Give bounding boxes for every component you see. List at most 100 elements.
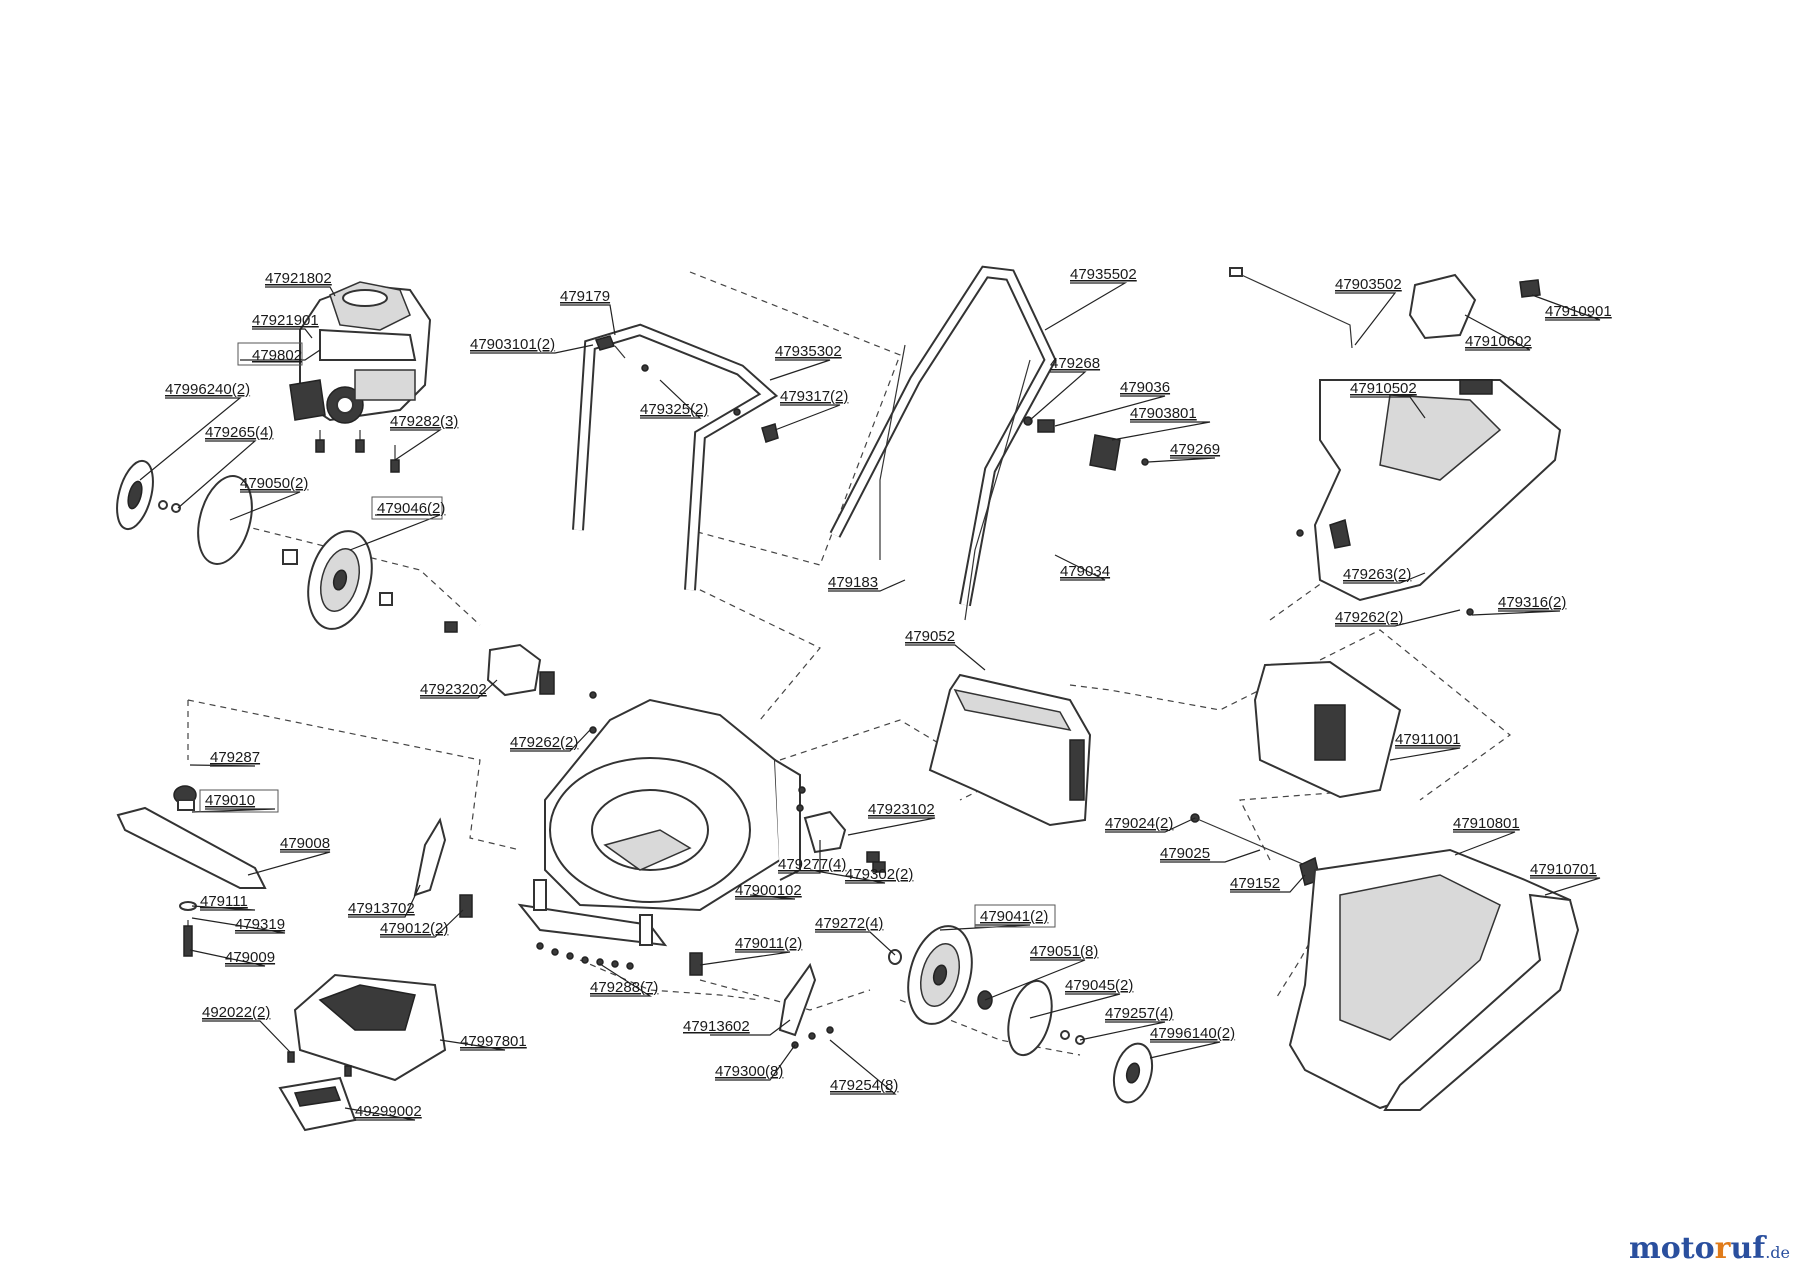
label-479269: 479269 [1170,441,1220,458]
washers-right [1060,1030,1085,1045]
label-47910701: 47910701 [1530,861,1597,878]
rear-discharge-flap[interactable] [928,673,1092,827]
leader-lines [139,282,1601,1121]
label-479012: 479012(2) [380,920,448,937]
adjust-lever-rear[interactable] [689,952,817,1037]
watermark-part2: r [1714,1231,1731,1266]
lower-handle[interactable] [572,323,779,591]
rear-axle-bracket-47923102[interactable] [796,786,847,854]
label-47911001: 47911001 [1395,731,1461,748]
grass-catcher-base-47910701[interactable] [1383,893,1580,1111]
label-479152: 479152 [1230,875,1280,892]
adjust-lever-front[interactable] [413,817,473,918]
screws-479277 [866,851,886,873]
engine-bolts [315,439,400,473]
label-479265: 479265(4) [205,424,273,441]
front-grip-49299002[interactable] [278,1076,357,1132]
label-47900102: 47900102 [735,882,802,899]
label-47923202: 47923202 [420,681,487,698]
wheel-disc-left[interactable] [189,470,261,570]
height-adjust-axle[interactable] [444,621,555,697]
label-479036: 479036 [1120,379,1170,396]
label-479024: 479024(2) [1105,815,1173,832]
watermark-part3: uf [1730,1231,1766,1266]
screws-479316 [1296,529,1474,616]
label-479802: 479802 [252,347,302,364]
label-479287: 479287 [210,749,260,766]
handle-knob-right[interactable] [761,423,779,443]
label-49299002: 49299002 [355,1103,422,1120]
label-479034: 479034 [1060,563,1110,580]
wheel-hub-spacer [282,549,393,606]
label-47996140: 47996140(2) [1150,1025,1235,1042]
upper-handle[interactable] [829,265,1057,607]
engine-assembly[interactable] [289,281,432,470]
label-479317: 479317(2) [780,388,848,405]
handle-knob-left[interactable] [594,335,626,359]
label-479319: 479319 [235,916,285,933]
rear-wheel-left[interactable] [298,524,382,636]
label-479008: 479008 [280,835,330,852]
screws-492022 [287,1051,352,1077]
label-479025: 479025 [1160,845,1210,862]
label-47913602: 47913602 [683,1018,750,1035]
label-47921901: 47921901 [252,312,319,329]
brake-lever-47903801[interactable] [1089,434,1121,471]
deck-housing[interactable] [544,698,801,912]
screw-479269 [1141,458,1149,466]
screws-479288 [536,942,634,970]
wheel-cap-right[interactable] [1108,1039,1158,1106]
washers-left [158,500,181,513]
label-479179: 479179 [560,288,610,305]
label-47923102: 47923102 [868,801,935,818]
indicator-47910901[interactable] [1519,279,1541,298]
grass-catcher-frame-47911001[interactable] [1253,660,1402,799]
blade-adapter[interactable] [173,785,197,811]
label-47910502: 47910502 [1350,380,1417,397]
label-479254: 479254(8) [830,1077,898,1094]
label-47997801: 47997801 [460,1033,527,1050]
label-479277: 479277(4) [778,856,846,873]
label-479268: 479268 [1050,355,1100,372]
throttle-cable[interactable] [879,344,1031,621]
label-47903801: 47903801 [1130,405,1197,422]
label-479046: 479046(2) [377,500,445,517]
rod-47903502[interactable] [1229,267,1353,349]
label-479111: 479111 [200,893,248,910]
label-47910602: 47910602 [1465,333,1532,350]
label-47910801: 47910801 [1453,815,1520,832]
handle-bolts [641,364,741,416]
label-479011: 479011(2) [735,935,802,952]
label-47913702: 47913702 [348,900,415,917]
grass-catcher-bag-47910801[interactable] [1288,848,1572,1110]
mower-blade[interactable] [116,806,267,889]
label-479045: 479045(2) [1065,977,1133,994]
front-axle-bracket[interactable] [517,879,668,947]
label-479050: 479050(2) [240,475,308,492]
label-47903101: 47903101(2) [470,336,555,353]
label-47910901: 47910901 [1545,303,1612,320]
blade-bolt [179,901,197,957]
part-labels: 47921802 47921901 479802 47996240(2) 479… [165,266,1612,1120]
label-479272: 479272(4) [815,915,883,932]
label-479282: 479282(3) [390,413,458,430]
nuts-479262 [589,691,597,734]
grass-catcher-top-47910502[interactable] [1313,379,1562,602]
label-479262-top: 479262(2) [1335,609,1403,626]
label-479288: 479288(7) [590,979,658,996]
screws-479300 [791,1026,834,1049]
wheel-cap-left[interactable] [110,457,159,533]
front-cover-47997801[interactable] [293,973,447,1082]
label-479009: 479009 [225,949,275,966]
cable-holder-479036[interactable] [1037,419,1055,433]
label-479300: 479300(8) [715,1063,783,1080]
rear-wheel-right[interactable] [898,919,982,1031]
label-47935302: 47935302 [775,343,842,360]
catcher-handle-47910602[interactable] [1408,273,1477,340]
label-492022: 492022(2) [202,1004,270,1021]
watermark-tld: .de [1765,1243,1790,1262]
label-479263: 479263(2) [1343,566,1411,583]
label-479052: 479052 [905,628,955,645]
label-479010: 479010 [205,792,255,809]
